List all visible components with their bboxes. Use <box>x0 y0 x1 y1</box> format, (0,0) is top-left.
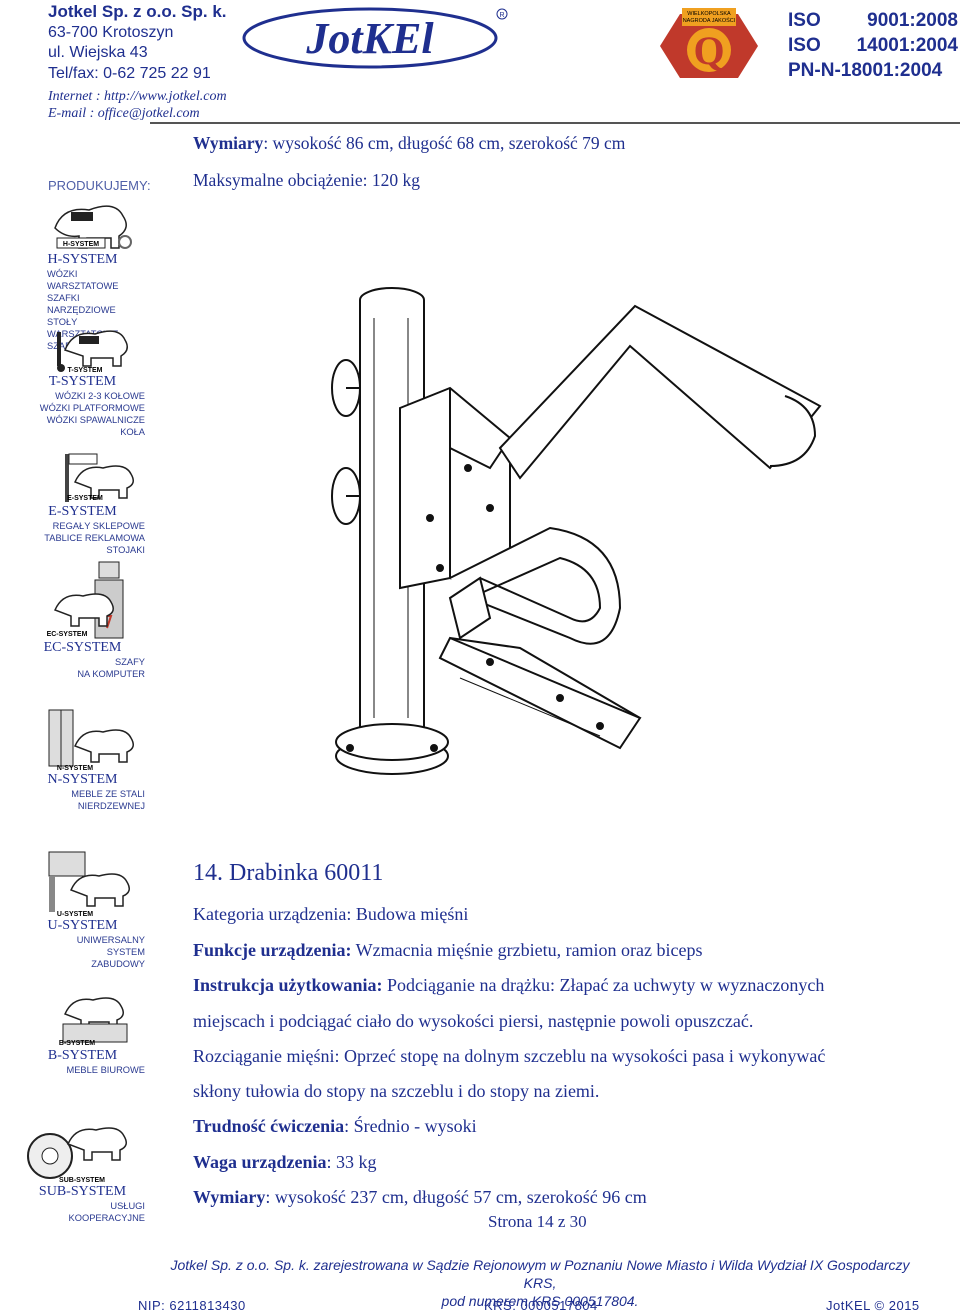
internet-link[interactable]: Internet : http://www.jotkel.com <box>48 89 227 104</box>
sidebar-item-title: N-SYSTEM <box>47 772 118 787</box>
company-street: ul. Wiejska 43 <box>48 44 148 61</box>
badge-letter: Q <box>693 28 724 73</box>
badge-line1: WIELKOPOLSKA <box>687 11 731 17</box>
svg-text:H-SYSTEM: H-SYSTEM <box>63 241 99 248</box>
elephant-desk-icon: B-SYSTEM <box>59 997 128 1047</box>
elephant-shelf-icon: E-SYSTEM <box>65 453 134 502</box>
elephant-toolbox-icon: H-SYSTEM <box>54 205 132 249</box>
company-postal: 63-700 Krotoszyn <box>48 23 174 41</box>
registration-note: Jotkel Sp. z o.o. Sp. k. zarejestrowana … <box>170 1257 910 1309</box>
sidebar-item-b-system[interactable]: B-SYSTEM B-SYSTEM MEBLE BIUROWE <box>20 990 145 1076</box>
sidebar-item-title: U-SYSTEM <box>47 918 118 933</box>
logo-text: JotKEl <box>305 14 434 63</box>
company-phone: Tel/fax: 0-62 725 22 91 <box>48 64 211 82</box>
sidebar-item-title: EC-SYSTEM <box>43 640 122 655</box>
sidebar-item-desc: USŁUGI KOOPERACYJNE <box>68 1201 145 1223</box>
sidebar-item-desc: WÓZKI 2-3 KOŁOWE WÓZKI PLATFORMOWE WÓZKI… <box>39 391 145 437</box>
email-link[interactable]: E-mail : office@jotkel.com <box>48 106 200 121</box>
header-divider <box>150 122 960 124</box>
svg-text:U-SYSTEM: U-SYSTEM <box>57 911 93 918</box>
previous-dimensions: Wymiary: wysokość 86 cm, długość 68 cm, … <box>193 133 626 153</box>
sidebar-item-title: SUB-SYSTEM <box>38 1184 127 1199</box>
sidebar-item-e-system[interactable]: E-SYSTEM E-SYSTEM REGAŁY SKLEPOWE TABLIC… <box>20 452 145 556</box>
previous-max-load: Maksymalne obciążenie: 120 kg <box>193 170 420 190</box>
page-number: Strona 14 z 30 <box>488 1212 587 1231</box>
elephant-workstation-icon: U-SYSTEM <box>48 851 130 918</box>
svg-text:EC-SYSTEM: EC-SYSTEM <box>47 631 88 638</box>
sidebar-item-title: T-SYSTEM <box>48 374 117 389</box>
sidebar-item-u-system[interactable]: U-SYSTEM U-SYSTEM UNIWERSALNY SYSTEM ZAB… <box>20 850 145 970</box>
quality-award-badge: WIELKOPOLSKA NAGRODA JAKOŚCI Q <box>660 8 758 78</box>
functions-line: Funkcje urządzenia: Wzmacnia mięśnie grz… <box>193 940 703 960</box>
sidebar-item-desc: MEBLE ZE STALI NIERDZEWNEJ <box>71 789 145 811</box>
badge-line2: NAGRODA JAKOŚCI <box>683 16 736 24</box>
instructions-line-3: Rozciąganie mięśni: Oprzeć stopę na doln… <box>193 1046 826 1066</box>
sidebar-item-n-system[interactable]: N-SYSTEM N-SYSTEM MEBLE ZE STALI NIERDZE… <box>20 708 145 812</box>
category-line: Kategoria urządzenia: Budowa mięśni <box>193 904 469 924</box>
nip-number: NIP: 6211813430 <box>138 1298 246 1313</box>
jotkel-logo: JotKEl R <box>242 7 508 69</box>
iso-row-3: PN-N-18001:2004 <box>788 60 943 81</box>
elephant-cart-icon: T-SYSTEM <box>57 330 128 374</box>
elephant-cabinet-icon: N-SYSTEM <box>48 709 134 772</box>
sidebar-item-desc: REGAŁY SKLEPOWE TABLICE REKLAMOWA STOJAK… <box>44 521 145 555</box>
krs-number: KRS: 0000517804 <box>484 1298 598 1313</box>
sidebar-heading: PRODUKUJEMY: <box>48 178 151 193</box>
wall-bars-drawing <box>331 287 822 775</box>
difficulty-line: Trudność ćwiczenia: Średnio - wysoki <box>193 1116 477 1136</box>
svg-text:R: R <box>499 12 504 19</box>
copyright: JotKEL © 2015 <box>826 1298 920 1313</box>
svg-text:N-SYSTEM: N-SYSTEM <box>57 765 93 772</box>
instructions-line-1: Instrukcja użytkowania: Podciąganie na d… <box>193 975 825 995</box>
sidebar-item-t-system[interactable]: T-SYSTEM T-SYSTEM WÓZKI 2-3 KOŁOWE WÓZKI… <box>20 328 145 438</box>
sidebar-item-ec-system[interactable]: EC-SYSTEM EC-SYSTEM SZAFY NA KOMPUTER <box>20 560 145 680</box>
sidebar-item-title: E-SYSTEM <box>48 504 117 519</box>
sidebar-item-title: H-SYSTEM <box>47 252 118 267</box>
svg-text:SUB-SYSTEM: SUB-SYSTEM <box>59 1177 105 1184</box>
sidebar-item-title: B-SYSTEM <box>47 1048 118 1063</box>
instructions-line-4: skłony tułowia do stopy na szczeblu i do… <box>193 1081 600 1101</box>
svg-text:T-SYSTEM: T-SYSTEM <box>67 367 102 374</box>
sidebar-item-desc: MEBLE BIUROWE <box>66 1065 145 1075</box>
elephant-computer-icon: EC-SYSTEM <box>47 561 124 639</box>
svg-text:B-SYSTEM: B-SYSTEM <box>59 1040 95 1047</box>
dimensions-line: Wymiary: wysokość 237 cm, długość 57 cm,… <box>193 1187 647 1207</box>
company-name: Jotkel Sp. z o.o. Sp. k. <box>48 2 227 21</box>
sidebar-item-sub-system[interactable]: SUB-SYSTEM SUB-SYSTEM USŁUGI KOOPERACYJN… <box>20 1110 145 1224</box>
instructions-line-2: miejscach i podciągać ciało do wysokości… <box>193 1011 754 1031</box>
section-title: 14. Drabinka 60011 <box>193 860 384 886</box>
sidebar-item-desc: SZAFY NA KOMPUTER <box>77 657 145 679</box>
company-web: Internet : http://www.jotkel.com E-mail … <box>48 88 227 122</box>
company-address: Jotkel Sp. z o.o. Sp. k. 63-700 Krotoszy… <box>48 2 248 84</box>
footer-bar: NIP: 6211813430 KRS: 0000517804 JotKEL ©… <box>0 1298 960 1315</box>
sidebar-item-desc: UNIWERSALNY SYSTEM ZABUDOWY <box>76 935 145 969</box>
svg-text:E-SYSTEM: E-SYSTEM <box>67 495 103 502</box>
weight-line: Waga urządzenia: 33 kg <box>193 1152 377 1172</box>
elephant-gear-icon: SUB-SYSTEM <box>27 1127 127 1184</box>
